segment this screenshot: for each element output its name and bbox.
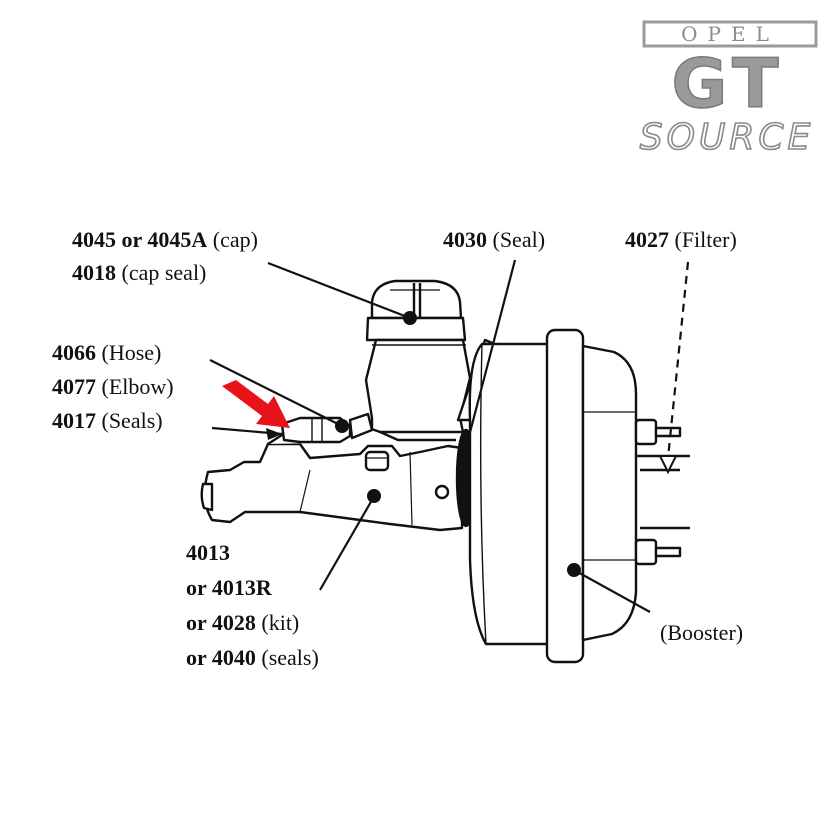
master-label-line2: or 4013R (186, 575, 273, 600)
booster (468, 328, 690, 664)
reservoir (364, 338, 472, 434)
master-label-line3: or 4028 (kit) (186, 610, 299, 635)
red-arrow (222, 380, 290, 428)
logo-source-text: SOURCE (640, 117, 814, 158)
seal-label: 4030 (Seal) (443, 227, 545, 252)
logo-opel-text: OPEL (681, 22, 779, 46)
callout-labels: 4045 or 4045A (cap) 4018 (cap seal) 4030… (52, 227, 743, 670)
master-label-line4: or 4040 (seals) (186, 645, 319, 670)
cap-label-line2: 4018 (cap seal) (72, 260, 206, 285)
opel-gt-source-logo: OPEL GT SOURCE (639, 20, 818, 159)
leader-dots (335, 311, 581, 577)
logo-opel-frame (642, 20, 818, 48)
master-label-line1: 4013 (186, 540, 230, 565)
cap-label-line1: 4045 or 4045A (cap) (72, 227, 258, 252)
elbow-fitting (280, 412, 374, 444)
reservoir-cap (365, 279, 467, 342)
leader-lines (209, 259, 690, 613)
booster-label: (Booster) (660, 620, 743, 645)
seals-label: 4017 (Seals) (52, 408, 163, 433)
seals-arrowhead (266, 428, 282, 440)
elbow-label: 4077 (Elbow) (52, 374, 174, 399)
filter-arrowhead (658, 455, 678, 475)
filter-label: 4027 (Filter) (625, 227, 737, 252)
hose-label: 4066 (Hose) (52, 340, 161, 365)
master-cylinder-drawing (200, 279, 690, 664)
logo-gt-text: GT (671, 45, 784, 124)
